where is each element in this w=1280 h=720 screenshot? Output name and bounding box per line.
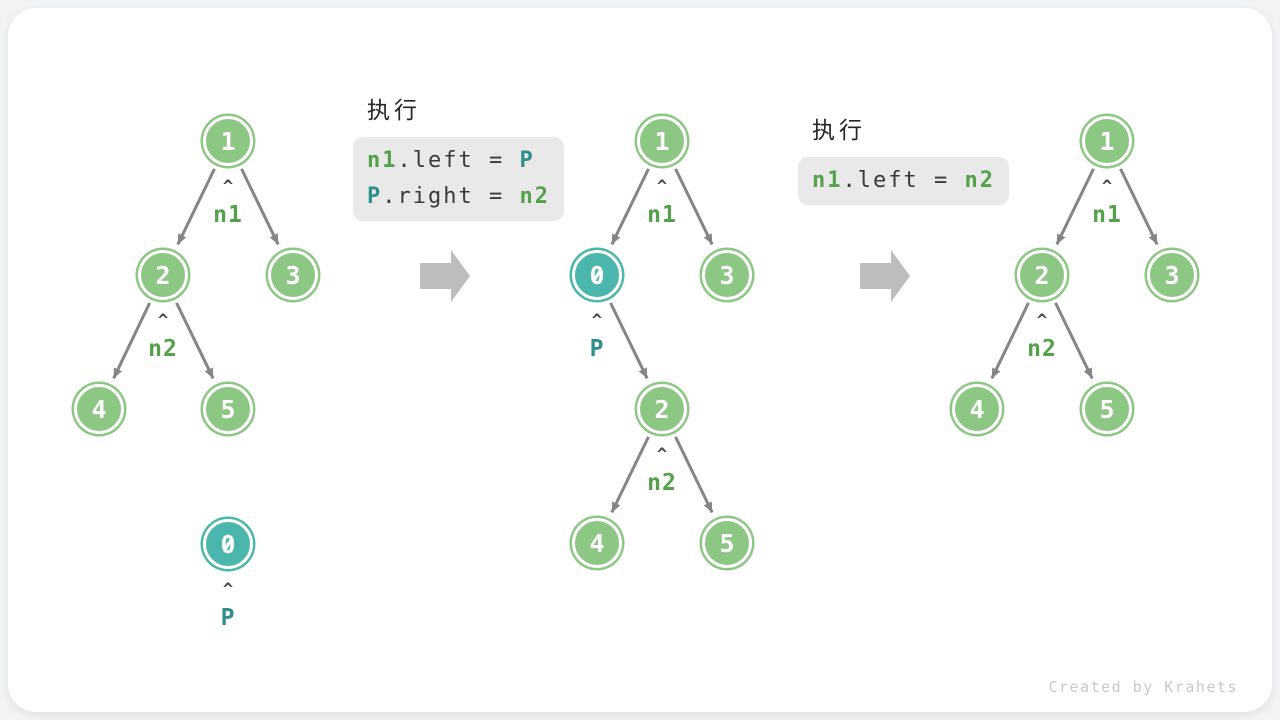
tree-during-node-3: 3 bbox=[702, 250, 752, 300]
tree-during-pointer-n1: ^ n1 bbox=[647, 177, 677, 228]
tree-before-node-0: 0 bbox=[203, 519, 253, 569]
tree-after-node-1: 1 bbox=[1082, 116, 1132, 166]
tree-before-pointer-n1: ^ n1 bbox=[213, 177, 243, 228]
edge-C1-C2 bbox=[1055, 168, 1095, 246]
code-token-P: P bbox=[367, 184, 383, 209]
code-token: .right = bbox=[382, 184, 520, 209]
caret-up-icon: ^ bbox=[222, 177, 234, 197]
edge-C1-C3 bbox=[1119, 168, 1159, 246]
zero-slash-mark bbox=[592, 269, 602, 281]
code-token-n2: n2 bbox=[964, 168, 995, 193]
tree-before-pointer-P: ^P bbox=[220, 580, 236, 631]
tree-during-pointer-P: ^P bbox=[589, 311, 605, 362]
tree-before-node-1: 1 bbox=[203, 116, 253, 166]
exec-label-2: 执行 bbox=[812, 117, 866, 143]
right-block-arrow-icon-2 bbox=[860, 250, 910, 302]
tree-before-node-5: 5 bbox=[203, 384, 253, 434]
edge-B1-B0 bbox=[610, 168, 650, 246]
edge-C2-C4 bbox=[990, 302, 1030, 380]
caret-up-icon: ^ bbox=[157, 311, 169, 331]
code-line-1: n1.left = P bbox=[367, 143, 550, 179]
pointer-label: n1 bbox=[213, 202, 243, 228]
pointer-label: n2 bbox=[148, 336, 178, 362]
watermark-credit: Created by Krahets bbox=[1048, 678, 1238, 696]
pointer-label: n1 bbox=[1092, 202, 1122, 228]
edge-B1-B3 bbox=[674, 168, 714, 246]
tree-after-pointer-n1: ^ n1 bbox=[1092, 177, 1122, 228]
code-token-P: P bbox=[519, 148, 535, 173]
edge-A2-A5 bbox=[175, 302, 215, 380]
code-block-2: 执行 n1.left = n2 bbox=[798, 116, 1009, 205]
edge-C2-C5 bbox=[1054, 302, 1094, 380]
right-block-arrow-icon-1 bbox=[420, 250, 470, 302]
tree-during-pointer-n2: ^ n2 bbox=[647, 445, 677, 496]
tree-during-node-5: 5 bbox=[702, 518, 752, 568]
tree-after-node-4: 4 bbox=[952, 384, 1002, 434]
tree-after-node-2: 2 bbox=[1017, 250, 1067, 300]
code-token-n1: n1 bbox=[812, 168, 843, 193]
pointer-label: n2 bbox=[647, 470, 677, 496]
pointer-label: P bbox=[589, 336, 605, 362]
edge-B2-B5 bbox=[674, 436, 714, 514]
zero-slash-mark bbox=[223, 538, 233, 550]
pointer-label: n2 bbox=[1027, 336, 1057, 362]
code-token: .left = bbox=[397, 148, 520, 173]
edge-B0-B2 bbox=[609, 302, 649, 380]
tree-during-node-2: 2 bbox=[637, 384, 687, 434]
code-box-2: n1.left = n2 bbox=[798, 157, 1009, 205]
tree-during-node-4: 4 bbox=[572, 518, 622, 568]
edge-B2-B4 bbox=[610, 436, 650, 514]
tree-during-node-1: 1 bbox=[637, 116, 687, 166]
caret-up-icon: ^ bbox=[1101, 177, 1113, 197]
caret-up-icon: ^ bbox=[591, 311, 603, 331]
tree-after-pointer-n2: ^ n2 bbox=[1027, 311, 1057, 362]
tree-before-node-2: 2 bbox=[138, 250, 188, 300]
edge-A1-A2 bbox=[176, 168, 216, 246]
caret-up-icon: ^ bbox=[222, 580, 234, 600]
code-token-n1: n1 bbox=[367, 148, 398, 173]
tree-after-node-5: 5 bbox=[1082, 384, 1132, 434]
code-line-2: P.right = n2 bbox=[367, 179, 550, 215]
tree-before-node-3: 3 bbox=[268, 250, 318, 300]
tree-before-pointer-n2: ^ n2 bbox=[148, 311, 178, 362]
code-token-n2: n2 bbox=[519, 184, 550, 209]
edge-A2-A4 bbox=[112, 302, 151, 379]
pointer-label: n1 bbox=[647, 202, 677, 228]
tree-before-node-4: 4 bbox=[74, 384, 124, 434]
tree-during-node-0: 0 bbox=[572, 250, 622, 300]
caret-up-icon: ^ bbox=[1036, 311, 1048, 331]
exec-label-1: 执行 bbox=[367, 97, 421, 123]
caret-up-icon: ^ bbox=[656, 177, 668, 197]
edge-A1-A3 bbox=[240, 168, 280, 246]
code-line-1: n1.left = n2 bbox=[812, 163, 995, 199]
code-token: .left = bbox=[842, 168, 965, 193]
pointer-label: P bbox=[220, 605, 236, 631]
caret-up-icon: ^ bbox=[656, 445, 668, 465]
tree-after-node-3: 3 bbox=[1147, 250, 1197, 300]
